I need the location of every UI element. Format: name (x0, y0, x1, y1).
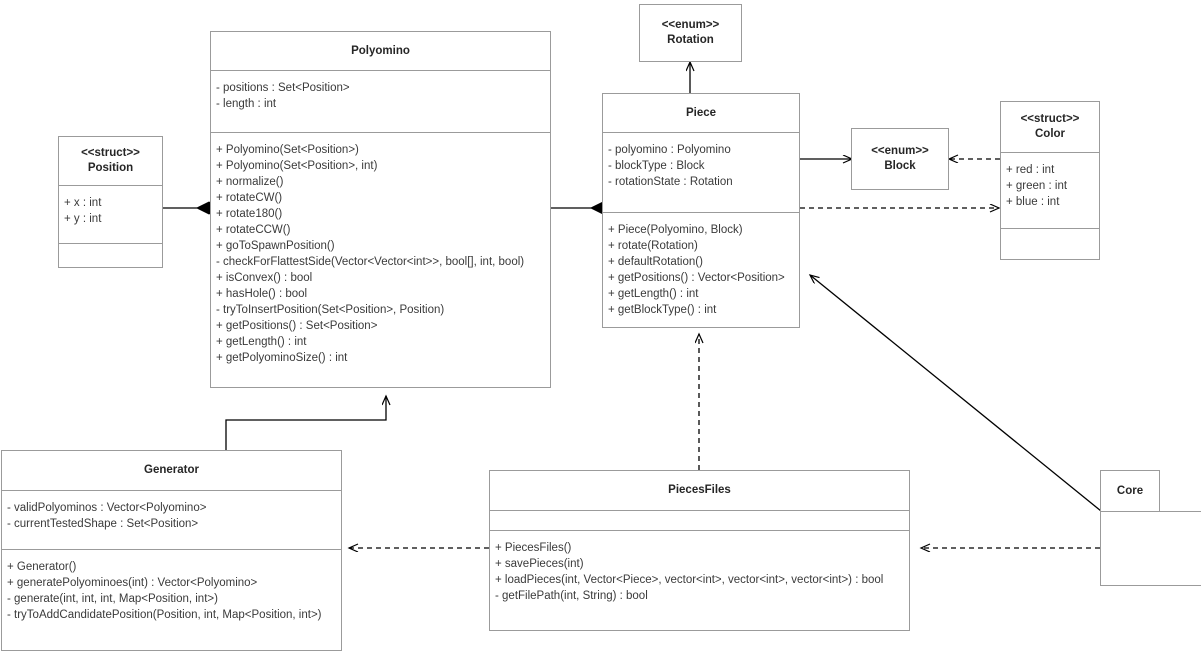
attributes-compartment-position: + x : int + y : int (59, 185, 162, 243)
method-row: + rotate180() (216, 208, 283, 220)
methods-compartment-color (1001, 228, 1099, 259)
method-row: + normalize() (216, 176, 284, 188)
edge-generator-polyomino (225, 396, 386, 450)
attribute-row: + blue : int (1006, 196, 1060, 208)
methods-compartment-generator: + Generator() + generatePolyominoes(int)… (2, 549, 341, 651)
method-row: + getPolyominoSize() : int (216, 352, 348, 364)
class-header-block: <<enum>> Block (852, 129, 948, 189)
attribute-row: + red : int (1006, 164, 1055, 176)
class-name-block: Block (884, 160, 916, 172)
method-row: + Piece(Polyomino, Block) (608, 224, 743, 236)
method-row: + getLength() : int (608, 288, 699, 300)
method-row: + getPositions() : Vector<Position> (608, 272, 785, 284)
class-header-color: <<struct>> Color (1001, 102, 1099, 152)
class-header-generator: Generator (2, 451, 341, 490)
method-row: - getFilePath(int, String) : bool (495, 590, 648, 602)
class-header-position: <<struct>> Position (59, 137, 162, 185)
method-row: + getPositions() : Set<Position> (216, 320, 378, 332)
class-header-piece: Piece (603, 94, 799, 132)
methods-compartment-piece: + Piece(Polyomino, Block) + rotate(Rotat… (603, 212, 799, 329)
class-box-polyomino[interactable]: Polyomino - positions : Set<Position> - … (210, 31, 551, 388)
methods-compartment-polyomino: + Polyomino(Set<Position>) + Polyomino(S… (211, 132, 550, 389)
methods-compartment-piecesfiles: + PiecesFiles() + savePieces(int) + load… (490, 530, 909, 631)
attribute-row: - blockType : Block (608, 160, 705, 172)
method-row: + loadPieces(int, Vector<Piece>, vector<… (495, 574, 884, 586)
class-header-rotation: <<enum>> Rotation (640, 5, 741, 61)
attribute-row: - validPolyominos : Vector<Polyomino> (7, 502, 207, 514)
class-box-rotation[interactable]: <<enum>> Rotation (639, 4, 742, 62)
attributes-compartment-generator: - validPolyominos : Vector<Polyomino> - … (2, 490, 341, 549)
method-row: + PiecesFiles() (495, 542, 572, 554)
class-name-rotation: Rotation (667, 34, 714, 46)
method-row: + Generator() (7, 561, 77, 573)
class-box-color[interactable]: <<struct>> Color + red : int + green : i… (1000, 101, 1100, 260)
class-stereotype-color: <<struct>> (1020, 113, 1080, 125)
methods-compartment-position (59, 243, 162, 267)
method-row: + getLength() : int (216, 336, 307, 348)
class-body-core (1100, 511, 1201, 586)
class-name-piece: Piece (685, 106, 717, 119)
method-row: + rotate(Rotation) (608, 240, 698, 252)
class-box-piecesfiles[interactable]: PiecesFiles + PiecesFiles() + savePieces… (489, 470, 910, 631)
method-row: + savePieces(int) (495, 558, 584, 570)
attribute-row: - rotationState : Rotation (608, 176, 733, 188)
attributes-compartment-piecesfiles (490, 510, 909, 530)
class-box-piece[interactable]: Piece - polyomino : Polyomino - blockTyp… (602, 93, 800, 328)
attribute-row: - currentTestedShape : Set<Position> (7, 518, 199, 530)
class-name-position: Position (87, 162, 134, 174)
method-row: - tryToInsertPosition(Set<Position>, Pos… (216, 304, 445, 316)
class-name-core: Core (1116, 485, 1144, 497)
method-row: + generatePolyominoes(int) : Vector<Poly… (7, 577, 258, 589)
attributes-compartment-color: + red : int + green : int + blue : int (1001, 152, 1099, 228)
class-header-core: Core (1100, 470, 1160, 512)
method-row: - generate(int, int, int, Map<Position, … (7, 593, 218, 605)
class-name-color: Color (1034, 128, 1066, 140)
attribute-row: + y : int (64, 213, 102, 225)
class-name-polyomino: Polyomino (351, 44, 410, 57)
attribute-row: + green : int (1006, 180, 1068, 192)
method-row: + rotateCCW() (216, 224, 291, 236)
method-row: + Polyomino(Set<Position>, int) (216, 160, 378, 172)
class-stereotype-rotation: <<enum>> (661, 19, 720, 31)
class-stereotype-position: <<struct>> (81, 147, 140, 159)
class-name-piecesfiles: PiecesFiles (668, 484, 731, 496)
class-box-generator[interactable]: Generator - validPolyominos : Vector<Pol… (1, 450, 342, 651)
class-box-position[interactable]: <<struct>> Position + x : int + y : int (58, 136, 163, 268)
class-stereotype-block: <<enum>> (871, 145, 929, 157)
attribute-row: - polyomino : Polyomino (608, 144, 731, 156)
method-row: - tryToAddCandidatePosition(Position, in… (7, 609, 322, 621)
class-header-polyomino: Polyomino (211, 32, 550, 70)
method-row: + isConvex() : bool (216, 272, 313, 284)
class-header-piecesfiles: PiecesFiles (490, 471, 909, 510)
class-name-generator: Generator (144, 464, 199, 476)
method-row: + Polyomino(Set<Position>) (216, 144, 359, 156)
method-row: + rotateCW() (216, 192, 283, 204)
method-row: + hasHole() : bool (216, 288, 308, 300)
method-row: + goToSpawnPosition() (216, 240, 335, 252)
attributes-compartment-polyomino: - positions : Set<Position> - length : i… (211, 70, 550, 132)
class-box-block[interactable]: <<enum>> Block (851, 128, 949, 190)
method-row: + getBlockType() : int (608, 304, 717, 316)
method-row: + defaultRotation() (608, 256, 703, 268)
method-row: - checkForFlattestSide(Vector<Vector<int… (216, 256, 525, 268)
attribute-row: + x : int (64, 197, 102, 209)
attributes-compartment-piece: - polyomino : Polyomino - blockType : Bl… (603, 132, 799, 212)
attribute-row: - positions : Set<Position> (216, 82, 350, 94)
attribute-row: - length : int (216, 98, 277, 110)
